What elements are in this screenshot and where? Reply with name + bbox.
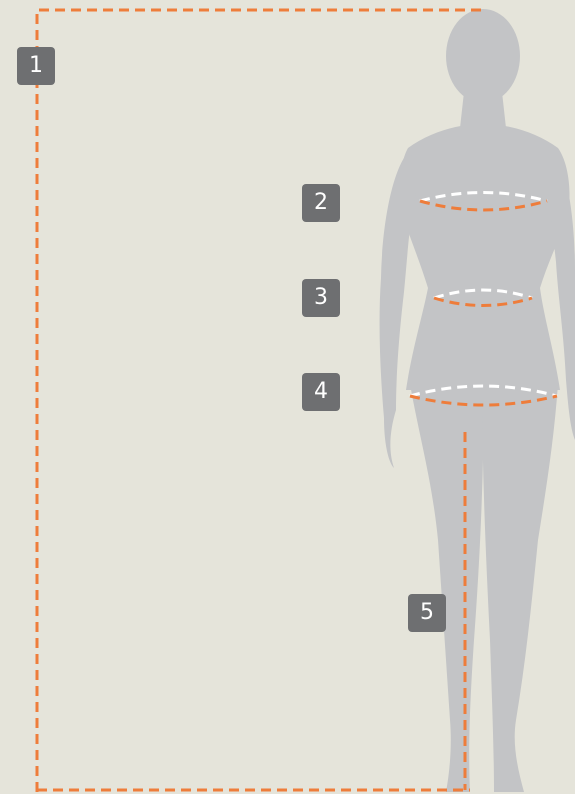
marker-5-inseam: 5	[408, 594, 446, 632]
marker-3-waist: 3	[302, 279, 340, 317]
marker-1-height: 1	[17, 47, 55, 85]
marker-4-hips: 4	[302, 373, 340, 411]
marker-2-bust: 2	[302, 184, 340, 222]
body-silhouette	[380, 9, 575, 792]
